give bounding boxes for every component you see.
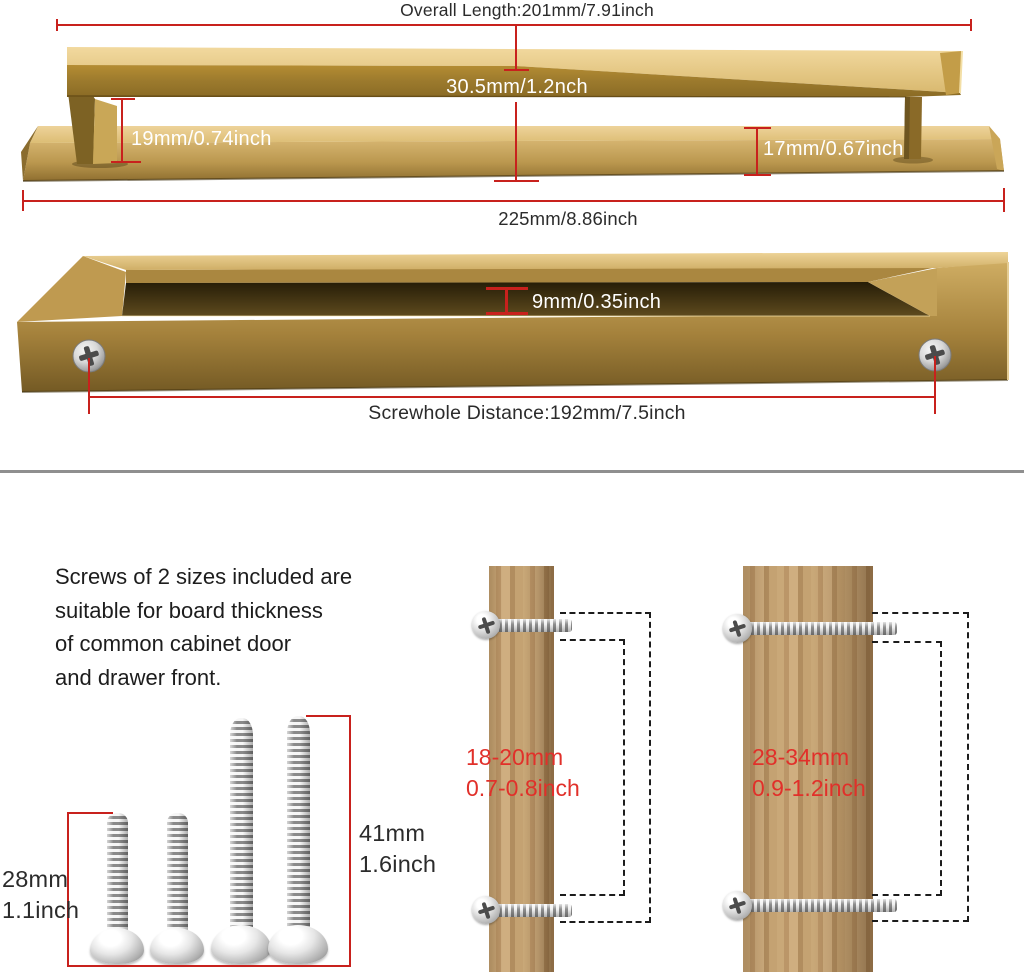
long-screw-1-head [211,925,271,964]
short-screw-bracket-tick-top [67,812,113,814]
plate-thickness-tick-bottom [744,174,771,176]
thick-board-screw-top-shaft [748,622,897,635]
clearance-tick-bottom [111,161,141,163]
thin-board-screw-top-shaft [496,619,572,632]
screwhole-leader-right [934,356,936,414]
bar-height-line-upper [515,26,517,70]
thick-board-thickness-label: 28-34mm 0.9-1.2inch [752,744,866,801]
short-screw-1-shaft [107,813,128,935]
thin-board-screw-top-head [472,611,500,639]
short-screw-length-label: 28mm 1.1inch [2,866,80,923]
overall-length-label: Overall Length:201mm/7.91inch [400,0,654,20]
recess-depth-label: 9mm/0.35inch [532,291,662,313]
thin-board-handle-outline-outer [560,612,651,923]
base-length-line [23,200,1004,202]
right-thickness-label: 17mm/0.67inch [763,138,904,160]
thin-board-handle-outline-inner [560,639,625,896]
short-screw-2-shaft [167,813,188,935]
overall-length-tick-right [970,19,972,31]
plate-thickness-line [756,127,758,176]
overall-length-line [57,24,972,26]
thick-board-handle-outline-outer [872,612,969,922]
long-screw-bracket-tick-top [306,715,351,717]
recess-depth-line [505,287,508,315]
bar-height-tick-lower [494,180,539,182]
screw-description: Screws of 2 sizes included are suitable … [55,560,425,694]
short-screw-bracket-tick-bottom [67,965,309,967]
thin-board-screw-bottom-shaft [496,904,572,917]
base-length-label: 225mm/8.86inch [498,208,638,229]
thin-board-thickness-label: 18-20mm 0.7-0.8inch [466,744,580,801]
description-line: suitable for board thickness [55,597,323,623]
long-screw-bracket-tick-bottom [306,965,351,967]
short-screw-2-head [150,928,204,964]
screwhole-distance-line [88,396,936,398]
brass-handle-front-view [21,47,1005,182]
long-screw-1-shaft [230,718,253,932]
bar-height-tick-upper [504,69,529,71]
bar-height-label: 30.5mm/1.2nch [446,76,588,98]
long-screw-length-label: 41mm 1.6inch [359,820,437,877]
thick-board-screw-bottom-shaft [748,899,897,912]
thin-board-screw-bottom-head [472,896,500,924]
recess-depth-tick-bottom [486,312,528,315]
long-screw-bracket-line [349,715,351,967]
thick-board-handle-outline-inner [872,641,942,896]
clearance-tick-top [111,98,135,100]
thick-board-screw-bottom-head [723,891,752,920]
long-screw-2-head [268,925,328,964]
left-clearance-label: 19mm/0.74inch [131,128,272,150]
description-line: of common cabinet door [55,631,292,656]
base-length-tick-left [22,190,24,211]
brass-handle-back-view [17,252,1009,393]
thick-board-screw-top-head [723,614,752,643]
description-line: and drawer front. [55,664,222,690]
overall-length-tick-left [56,19,58,31]
long-screw-2-shaft [287,716,310,932]
screwhole-leader-left [88,358,90,414]
clearance-line [121,98,123,163]
short-screw-1-head [90,928,144,964]
bar-height-line-lower [515,102,517,181]
base-length-tick-right [1003,188,1005,212]
screwhole-distance-label: Screwhole Distance:192mm/7.5inch [368,402,686,424]
section-divider [0,470,1024,473]
description-line: Screws of 2 sizes included are [55,564,353,589]
short-screw-bracket-line [67,812,69,967]
